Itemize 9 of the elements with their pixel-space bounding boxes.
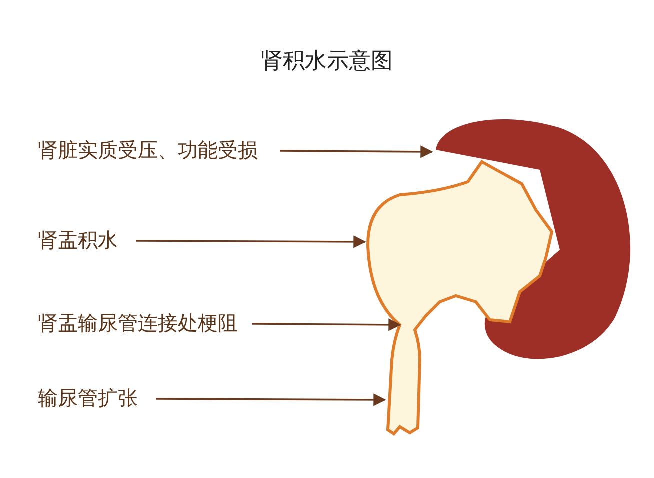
diagram-title: 肾积水示意图 (261, 47, 393, 75)
leader-arrow (156, 394, 386, 406)
leader-arrow (136, 236, 366, 248)
callout-label: 肾盂积水 (38, 231, 118, 251)
callout-label: 输尿管扩张 (38, 389, 138, 409)
leader-arrow (252, 318, 402, 332)
callout-label: 肾盂输尿管连接处梗阻 (38, 314, 238, 334)
leader-arrow (280, 146, 434, 158)
callout-label: 肾脏实质受压、功能受损 (38, 141, 258, 161)
